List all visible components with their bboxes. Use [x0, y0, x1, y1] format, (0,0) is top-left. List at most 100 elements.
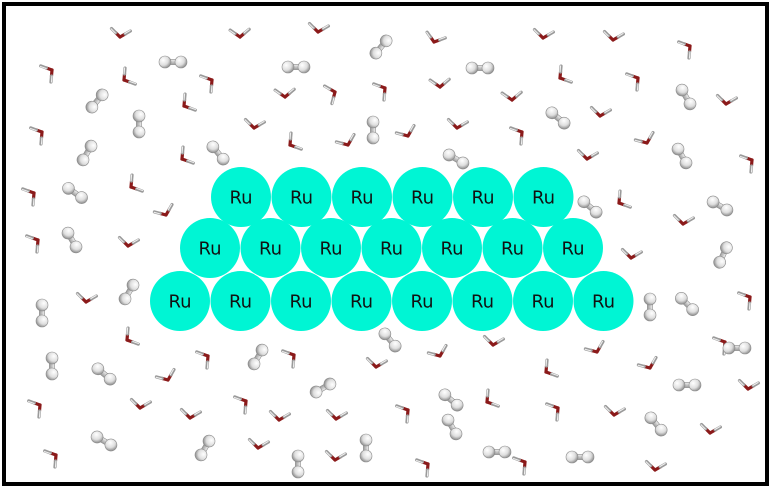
water-molecule — [426, 344, 448, 358]
h2-molecule — [158, 55, 188, 69]
water-molecules — [21, 21, 760, 478]
water-molecule — [365, 356, 388, 369]
water-molecule — [446, 117, 469, 130]
water-molecule — [737, 378, 760, 391]
ru-atom-label: Ru — [471, 188, 494, 209]
ru-atom-label: Ru — [531, 292, 554, 313]
water-molecule — [576, 148, 599, 161]
water-molecule — [602, 29, 625, 42]
ru-atom: Ru — [240, 218, 301, 278]
ru-atom: Ru — [543, 218, 603, 278]
h2-molecule — [45, 351, 59, 381]
ru-atom: Ru — [422, 218, 482, 278]
water-molecule — [195, 350, 210, 370]
water-molecule — [122, 66, 137, 86]
water-molecule — [43, 449, 58, 469]
ru-atom: Ru — [573, 271, 634, 331]
water-molecule — [268, 409, 291, 422]
water-molecule — [620, 247, 643, 260]
water-molecule — [25, 234, 40, 254]
h2-molecule — [706, 195, 734, 217]
ru-atom-label: Ru — [350, 292, 373, 313]
h2-molecule — [76, 139, 98, 167]
water-molecule — [603, 404, 626, 417]
h2-molecule — [194, 434, 216, 462]
water-molecule — [544, 358, 559, 378]
water-molecule — [532, 27, 555, 40]
water-molecule — [273, 87, 296, 99]
h2-molecule — [132, 109, 146, 139]
h2-molecule — [672, 378, 702, 392]
water-molecule — [307, 21, 330, 34]
water-molecule — [129, 173, 144, 193]
h2-molecule — [35, 298, 49, 328]
water-molecule — [323, 84, 337, 106]
h2-molecule — [482, 445, 512, 459]
water-molecule — [737, 291, 752, 311]
water-molecule — [644, 459, 667, 472]
ru-atom-label: Ru — [289, 292, 312, 313]
water-molecule — [589, 105, 612, 118]
ru-atom: Ru — [332, 167, 392, 227]
water-molecule — [152, 203, 174, 217]
water-molecule — [415, 458, 430, 478]
water-molecule — [485, 388, 500, 408]
water-molecule — [334, 133, 356, 147]
ru-atom: Ru — [180, 218, 240, 278]
water-molecule — [636, 356, 658, 370]
water-molecule — [129, 397, 152, 410]
ru-atom: Ru — [331, 271, 392, 331]
h2-molecule — [442, 148, 470, 170]
h2-molecule — [675, 83, 697, 111]
water-molecule — [672, 213, 695, 226]
ru-atom: Ru — [301, 218, 361, 278]
water-molecule — [715, 93, 738, 106]
ru-atom-label: Ru — [561, 239, 584, 260]
water-molecule — [324, 449, 347, 462]
water-molecule — [27, 399, 42, 419]
water-molecule — [228, 27, 251, 39]
h2-molecule — [465, 61, 495, 75]
water-molecule — [179, 407, 202, 420]
ru-atom-label: Ru — [259, 239, 282, 260]
ru-atom-label: Ru — [592, 292, 615, 313]
water-molecule — [233, 395, 248, 415]
h2-molecule — [62, 182, 88, 204]
ru-atom: Ru — [271, 271, 331, 331]
ru-atom-label: Ru — [410, 292, 433, 313]
ru-atom: Ru — [452, 271, 513, 331]
ru-row: Ru Ru Ru Ru Ru Ru Ru Ru — [150, 271, 634, 331]
ru-atom-label: Ru — [440, 239, 463, 260]
water-molecule — [325, 408, 348, 421]
water-molecule — [154, 368, 176, 382]
water-molecule — [512, 456, 527, 476]
ru-atom-label: Ru — [471, 292, 494, 313]
h2-molecule — [378, 327, 402, 353]
ru-atom-label: Ru — [168, 292, 191, 313]
ru-atom-label: Ru — [411, 188, 434, 209]
ru-atom-label: Ru — [501, 239, 524, 260]
water-molecule — [558, 64, 573, 84]
h2-molecule — [565, 450, 595, 464]
water-molecule — [395, 404, 410, 424]
water-molecule — [247, 437, 270, 450]
ru-atom: Ru — [210, 271, 271, 331]
h2-molecule — [644, 411, 668, 437]
water-molecule — [625, 72, 640, 92]
ru-atom-label: Ru — [319, 239, 342, 260]
h2-molecule — [366, 115, 380, 145]
water-molecule — [180, 145, 195, 165]
water-molecule — [425, 30, 447, 44]
hydrogen-molecules — [35, 34, 752, 479]
h2-molecule — [438, 388, 464, 412]
water-molecule — [281, 349, 296, 369]
h2-molecule — [85, 88, 109, 114]
ru-atom-label: Ru — [350, 188, 373, 209]
water-molecule — [243, 117, 266, 130]
water-molecule — [117, 235, 140, 248]
water-molecule — [372, 82, 387, 102]
water-molecule — [482, 334, 505, 347]
water-molecule — [394, 124, 416, 138]
